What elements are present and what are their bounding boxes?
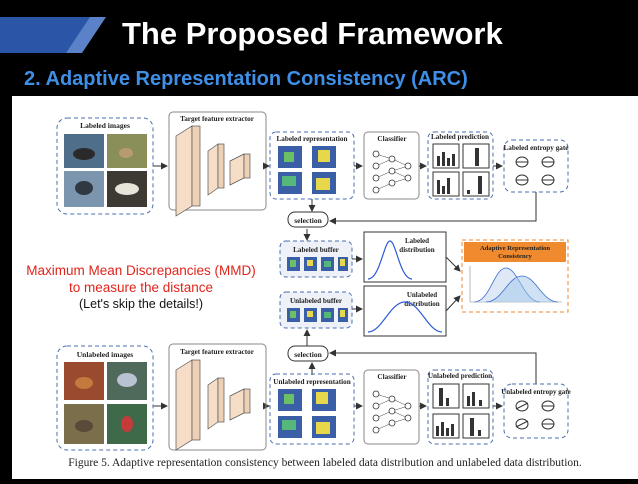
labeled-images-group: Labeled images (57, 118, 153, 214)
unlabeled-buffer-label: Unlabeled buffer (290, 297, 343, 305)
unlabeled-distribution-plot: Unlabeled distribution (364, 286, 446, 336)
slide-title: The Proposed Framework (122, 16, 503, 52)
arc-title-1: Adaptive Representation (480, 245, 550, 252)
unlabeled-entropy-gate: Unlabeled entropy gate (501, 384, 570, 438)
labeled-gate-label: Labeled entropy gate (504, 144, 569, 152)
title-bar: The Proposed Framework (0, 0, 638, 66)
labeled-dist-label-2: distribution (399, 246, 435, 254)
unlabeled-prediction-group: Unlabeled prediction (428, 370, 493, 444)
extractor-label-bottom: Target feature extractor (180, 348, 255, 356)
mmd-line-1: Maximum Mean Discrepancies (MMD) (16, 262, 266, 279)
extractor-label-top: Target feature extractor (180, 115, 255, 123)
labeled-dist-label-1: Labeled (405, 237, 429, 245)
mmd-line-3: (Let's skip the details!) (16, 296, 266, 313)
unlabeled-buffer-group: Unlabeled buffer (280, 292, 352, 328)
classifier-bottom: Classifier (364, 370, 419, 444)
labeled-prediction-group: Labeled prediction (428, 132, 493, 199)
selection-label-bottom: selection (294, 350, 322, 359)
figure-caption: Figure 5. Adaptive representation consis… (12, 457, 638, 469)
feature-extractor-bottom: Target feature extractor (169, 344, 266, 450)
unlabeled-dist-label-1: Unlabeled (407, 291, 437, 299)
unlabeled-gate-label: Unlabeled entropy gate (501, 388, 570, 396)
mmd-line-2: to measure the distance (16, 279, 266, 296)
selection-bottom: selection (288, 346, 328, 361)
labeled-buffer-group: Labeled buffer (280, 241, 352, 277)
labeled-rep-label: Labeled representation (276, 135, 347, 143)
selection-label-top: selection (294, 216, 322, 225)
mmd-annotation: Maximum Mean Discrepancies (MMD) to meas… (16, 262, 266, 313)
labeled-entropy-gate: Labeled entropy gate (504, 140, 569, 192)
labeled-images-label: Labeled images (80, 121, 130, 130)
classifier-label-top: Classifier (377, 135, 407, 143)
labeled-pred-label: Labeled prediction (431, 133, 489, 141)
labeled-representation-group: Labeled representation (270, 132, 354, 199)
arc-title-2: Consistency (498, 253, 532, 260)
unlabeled-representation-group: Unlabeled representation (270, 374, 354, 444)
labeled-buffer-label: Labeled buffer (293, 246, 340, 254)
unlabeled-images-label: Unlabeled images (77, 350, 134, 359)
slide-subtitle: 2. Adaptive Representation Consistency (… (24, 68, 468, 91)
unlabeled-images-group: Unlabeled images (57, 346, 153, 450)
unlabeled-rep-label: Unlabeled representation (273, 378, 350, 386)
classifier-top: Classifier (364, 132, 419, 199)
arc-box: Adaptive Representation Consistency (462, 240, 568, 312)
labeled-distribution-plot: Labeled distribution (364, 232, 446, 282)
unlabeled-dist-label-2: distribution (404, 300, 440, 308)
feature-extractor-top: Target feature extractor (169, 112, 266, 216)
unlabeled-pred-label: Unlabeled prediction (428, 372, 492, 380)
selection-top: selection (288, 212, 328, 227)
classifier-label-bottom: Classifier (377, 373, 407, 381)
